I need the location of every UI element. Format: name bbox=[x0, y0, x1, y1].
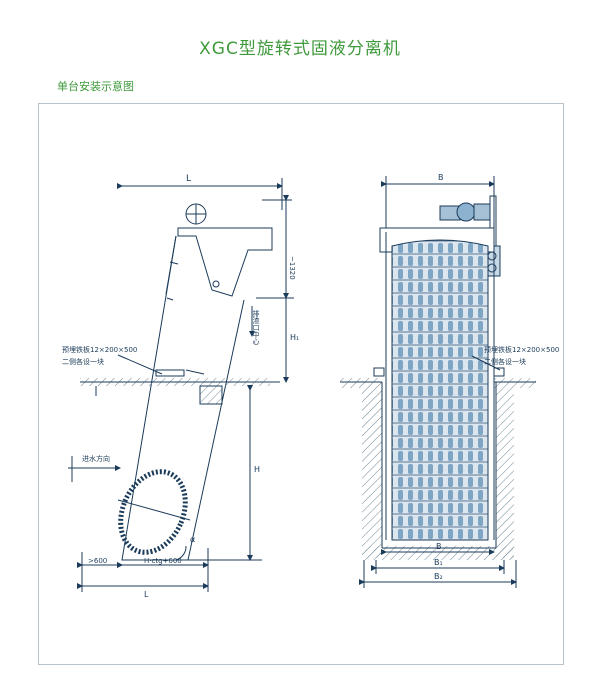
page-title: XGC型旋转式固液分离机 bbox=[199, 39, 401, 59]
label-b: B bbox=[436, 542, 442, 551]
front-embed-leader bbox=[471, 355, 501, 371]
label-flow-direction: 进水方向 bbox=[82, 454, 110, 463]
label-h1: H₁ bbox=[290, 333, 299, 342]
inclined-body bbox=[121, 235, 245, 561]
sprocket-center-line bbox=[117, 499, 191, 521]
dim-top-l bbox=[117, 178, 283, 210]
label-b2: B₂ bbox=[434, 572, 443, 581]
flow-direction bbox=[68, 456, 121, 482]
dim-front-bottom bbox=[359, 549, 517, 588]
label-angle: α bbox=[190, 535, 195, 544]
label-600: >600 bbox=[88, 557, 107, 565]
dim-h bbox=[188, 385, 262, 561]
label-top-l: L bbox=[186, 174, 191, 184]
label-ctg: H·ctg+600 bbox=[144, 557, 182, 565]
diagram-subtitle: 单台安装示意图 bbox=[57, 80, 134, 93]
label-discharge-center: 排渣口中心 bbox=[252, 309, 260, 345]
side-embed-leader bbox=[117, 354, 163, 375]
label-h: H bbox=[254, 465, 260, 474]
dim-1320 bbox=[256, 195, 294, 299]
label-side-embed-2: 二侧各设一块 bbox=[62, 357, 104, 366]
side-view bbox=[68, 178, 294, 592]
label-1320: ~1320 bbox=[288, 256, 296, 280]
label-side-embed-1: 预埋铁板12×200×500 bbox=[62, 345, 137, 354]
dim-top-b bbox=[381, 176, 495, 234]
drawing-frame bbox=[38, 103, 564, 665]
label-bottom-l: L bbox=[144, 590, 149, 599]
dim-bottom bbox=[77, 545, 209, 592]
rotary-screen bbox=[391, 239, 489, 541]
side-pit bbox=[80, 369, 280, 405]
label-top-b: B bbox=[438, 173, 444, 182]
chain-loop bbox=[118, 469, 188, 555]
front-view bbox=[340, 176, 536, 588]
head-frame bbox=[177, 203, 273, 297]
label-front-embed-2: 二侧各设一块 bbox=[484, 357, 526, 366]
label-front-embed-1: 预埋铁板12×200×500 bbox=[484, 345, 559, 354]
label-b1: B₁ bbox=[434, 558, 443, 567]
